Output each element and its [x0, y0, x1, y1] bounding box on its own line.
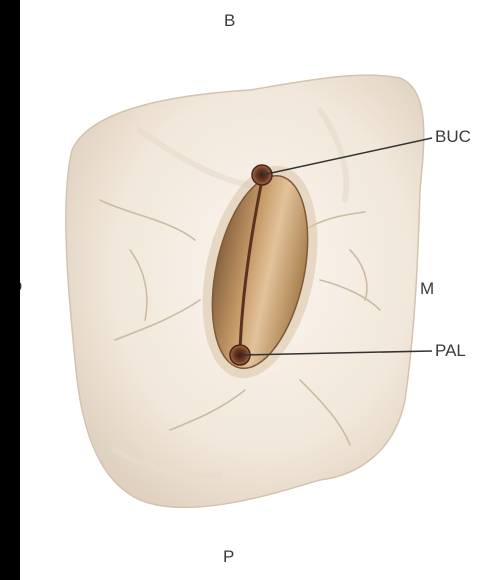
- buccal-canal-label: BUC: [435, 128, 471, 145]
- palatal-canal-label: PAL: [435, 342, 466, 359]
- diagram-canvas: B P D M BUC PAL: [20, 0, 490, 580]
- orientation-label-top: B: [224, 12, 235, 29]
- orientation-label-left: D: [20, 278, 22, 295]
- orientation-label-right: M: [420, 280, 434, 297]
- orientation-label-bottom: P: [223, 548, 234, 565]
